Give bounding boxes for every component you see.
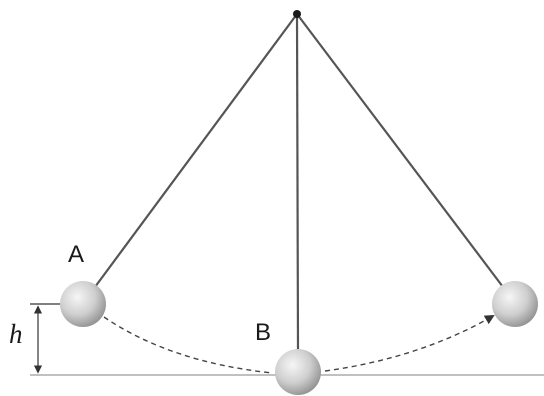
swing-path-right	[324, 315, 495, 372]
label-b: B	[255, 319, 272, 346]
label-a: A	[68, 241, 85, 268]
bob-position-right	[492, 281, 538, 327]
bob-position-a	[60, 281, 106, 327]
string-to-b	[295, 13, 300, 353]
string-to-a	[94, 13, 298, 288]
bob-position-b	[275, 349, 321, 395]
swing-path-left	[103, 316, 273, 374]
label-height: h	[9, 319, 23, 349]
pivot-point	[293, 10, 301, 18]
string-to-right	[296, 13, 504, 288]
